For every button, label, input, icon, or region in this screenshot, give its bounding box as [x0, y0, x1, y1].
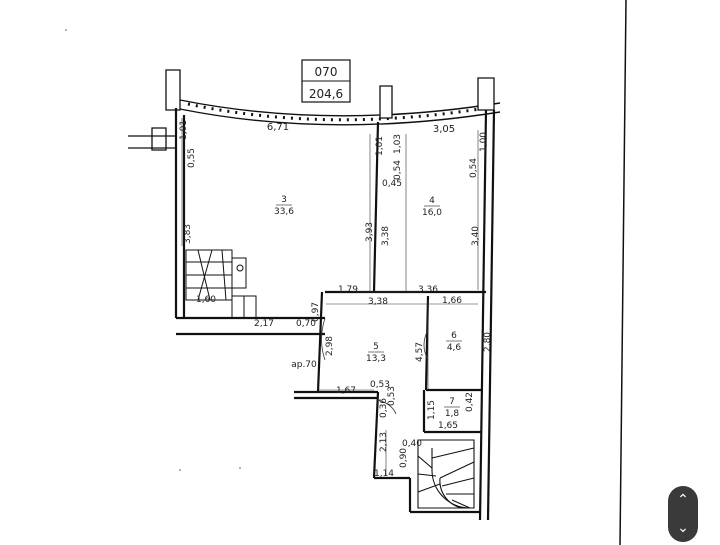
dim-1-00: 1,00: [479, 132, 489, 152]
room-4-number: 4: [429, 196, 435, 206]
dim-1-65: 1,65: [438, 421, 458, 431]
dim-3-83: 3,83: [183, 224, 193, 244]
walls: [128, 108, 496, 521]
room-3-number: 3: [281, 195, 287, 205]
dim-4-57: 4,57: [415, 342, 425, 362]
room-6-area: 4,6: [447, 343, 462, 353]
dim-3-38-vert: 3,38: [381, 226, 391, 246]
dim-3-93: 3,93: [365, 222, 375, 242]
room-4-area: 16,0: [422, 208, 442, 218]
dim-1-15: 1,15: [427, 400, 437, 420]
chevron-up-icon[interactable]: ⌃: [677, 492, 689, 508]
room-labels: 3 33,6 4 16,0 5 13,3 6 4,6 7 1,8: [274, 195, 462, 419]
dim-0-54-right: 0,54: [469, 158, 479, 178]
pillars: [151, 69, 495, 151]
scroll-widget: ⌃ ⌄: [668, 486, 698, 542]
dim-2-13: 2,13: [379, 432, 389, 452]
title-box: 070 204,6: [301, 59, 351, 103]
dim-1-79: 1,79: [338, 285, 358, 295]
dim-0-54-mid: 0,54: [393, 160, 403, 180]
title-area: 204,6: [309, 87, 343, 101]
room-5-number: 5: [373, 342, 379, 352]
dim-1-03: 1,03: [393, 134, 403, 154]
dim-0-97: 0,97: [311, 302, 321, 322]
dim-6-71: 6,71: [267, 122, 289, 133]
dim-0-40: 0,40: [402, 439, 422, 449]
dim-0-70: 0,70: [296, 319, 316, 329]
dim-3-38-horiz: 3,38: [368, 297, 388, 307]
dim-1-66: 1,66: [442, 296, 462, 306]
left-stair: [185, 249, 257, 319]
dim-1-14: 1,14: [374, 469, 394, 479]
dim-arch-70: ар.70: [291, 360, 317, 370]
dim-0-53-horiz: 0,53: [370, 380, 390, 390]
dimension-lines: [181, 118, 479, 476]
doors: [321, 317, 429, 415]
room-5-area: 13,3: [366, 354, 386, 364]
dim-1-01-mid: 1,01: [375, 136, 385, 156]
room-6-number: 6: [451, 331, 457, 341]
dim-1-01-left: 1,01: [179, 120, 189, 140]
dim-2-17: 2,17: [254, 319, 274, 329]
dim-2-98: 2,98: [325, 336, 335, 356]
room-7-area: 1,8: [445, 409, 460, 419]
curved-wall: [179, 99, 501, 126]
dim-0-90: 0,90: [399, 448, 409, 468]
spiral-stair: [417, 439, 475, 509]
dim-1-67: 1,67: [336, 386, 356, 396]
dim-3-40: 3,40: [471, 226, 481, 246]
dim-0-42: 0,42: [465, 392, 475, 412]
dim-0-36: 0,36: [379, 398, 389, 418]
dim-2-80: 2,80: [483, 332, 493, 352]
room-3-area: 33,6: [274, 207, 294, 217]
dim-0-55: 0,55: [187, 148, 197, 168]
dimension-labels: 6,71 1,01 0,55 3,83 1,01 1,03 0,54 0,45 …: [179, 120, 493, 479]
dim-1-60: 1,60: [196, 295, 216, 305]
dim-3-05: 3,05: [433, 124, 455, 135]
dim-0-53-vert: 0,53: [387, 386, 397, 406]
dim-0-45: 0,45: [382, 179, 402, 189]
chevron-down-icon[interactable]: ⌄: [677, 520, 689, 536]
title-code: 070: [315, 65, 338, 79]
page-border-line: [619, 0, 627, 545]
dim-3-36: 3,36: [418, 285, 438, 295]
room-7-number: 7: [449, 397, 455, 407]
